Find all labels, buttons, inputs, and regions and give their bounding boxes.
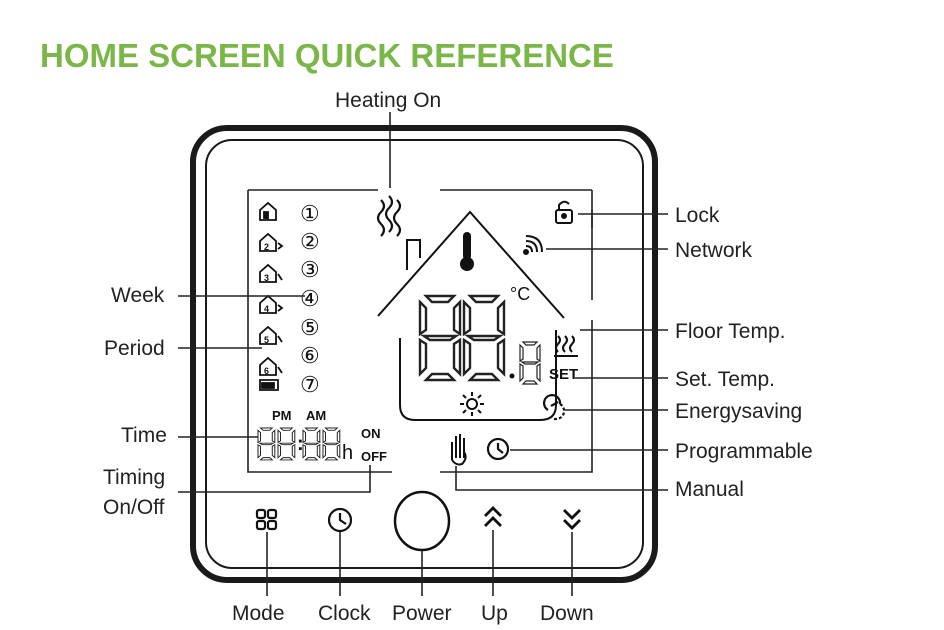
down-button[interactable]: [563, 509, 581, 530]
label-network: Network: [675, 239, 753, 262]
svg-text:3: 3: [264, 273, 269, 283]
sun-icon: [460, 392, 484, 416]
label-down: Down: [540, 602, 594, 625]
label-power: Power: [392, 602, 452, 625]
floor-heat-icon: [554, 335, 578, 357]
label-period: Period: [104, 337, 165, 360]
house-outline: [377, 210, 565, 421]
label-heating-on: Heating On: [335, 89, 441, 112]
mode-button[interactable]: [255, 508, 278, 531]
hour-unit: h: [342, 442, 353, 464]
svg-text:⑥: ⑥: [300, 343, 320, 368]
manual-hand-icon: [451, 434, 467, 466]
programmable-clock-icon: [486, 437, 510, 461]
thermostat-device: [190, 125, 658, 583]
label-floor-temp: Floor Temp.: [675, 320, 786, 343]
label-mode: Mode: [232, 602, 285, 625]
svg-text:1: 1: [264, 211, 269, 221]
svg-text:②: ②: [300, 229, 320, 254]
network-icon: [523, 235, 543, 255]
time-colon: :: [297, 433, 304, 455]
set-indicator: SET: [549, 366, 578, 383]
svg-text:5: 5: [264, 335, 269, 345]
label-week: Week: [111, 284, 165, 307]
timing-off-indicator: OFF: [361, 449, 387, 464]
period-icons-column: [259, 201, 284, 391]
svg-text:4: 4: [264, 304, 269, 314]
device-outer-frame: [190, 125, 658, 583]
am-indicator: AM: [306, 408, 326, 423]
clock-button[interactable]: [327, 507, 353, 533]
period-numbers: 1 2 3 4 5 6: [264, 211, 269, 376]
energysaving-icon: [542, 394, 566, 421]
power-button[interactable]: [393, 490, 451, 552]
temperature-digits: [418, 294, 541, 385]
label-lock: Lock: [675, 204, 720, 227]
label-timing: Timing: [103, 466, 165, 489]
svg-text:⑦: ⑦: [300, 372, 320, 397]
up-button[interactable]: [484, 506, 502, 527]
svg-text:③: ③: [300, 257, 320, 282]
leader-lines: [178, 112, 668, 596]
label-programmable: Programmable: [675, 440, 813, 463]
lock-icon: [555, 200, 573, 224]
timing-on-indicator: ON: [361, 426, 381, 441]
page-title: HOME SCREEN QUICK REFERENCE: [40, 37, 614, 74]
heating-on-icon: [376, 195, 402, 237]
svg-text:①: ①: [300, 201, 320, 226]
time-digits: [257, 427, 341, 461]
lcd-frame: [247, 189, 593, 473]
celsius-unit: °C: [510, 284, 530, 304]
device-inner-frame: [205, 139, 644, 569]
label-energysaving: Energysaving: [675, 400, 802, 423]
svg-text:6: 6: [264, 366, 269, 376]
label-manual: Manual: [675, 478, 744, 501]
svg-text:⑤: ⑤: [300, 315, 320, 340]
thermometer-icon: [460, 232, 474, 271]
week-day-numbers: ① ② ③ ④ ⑤ ⑥ ⑦: [300, 201, 320, 397]
label-up: Up: [481, 602, 508, 625]
svg-text:④: ④: [300, 286, 320, 311]
label-clock: Clock: [318, 602, 371, 625]
label-set-temp: Set. Temp.: [675, 368, 775, 391]
label-time: Time: [121, 424, 167, 447]
pm-indicator: PM: [272, 408, 292, 423]
label-on-off: On/Off: [103, 496, 165, 519]
svg-text:2: 2: [264, 242, 269, 252]
